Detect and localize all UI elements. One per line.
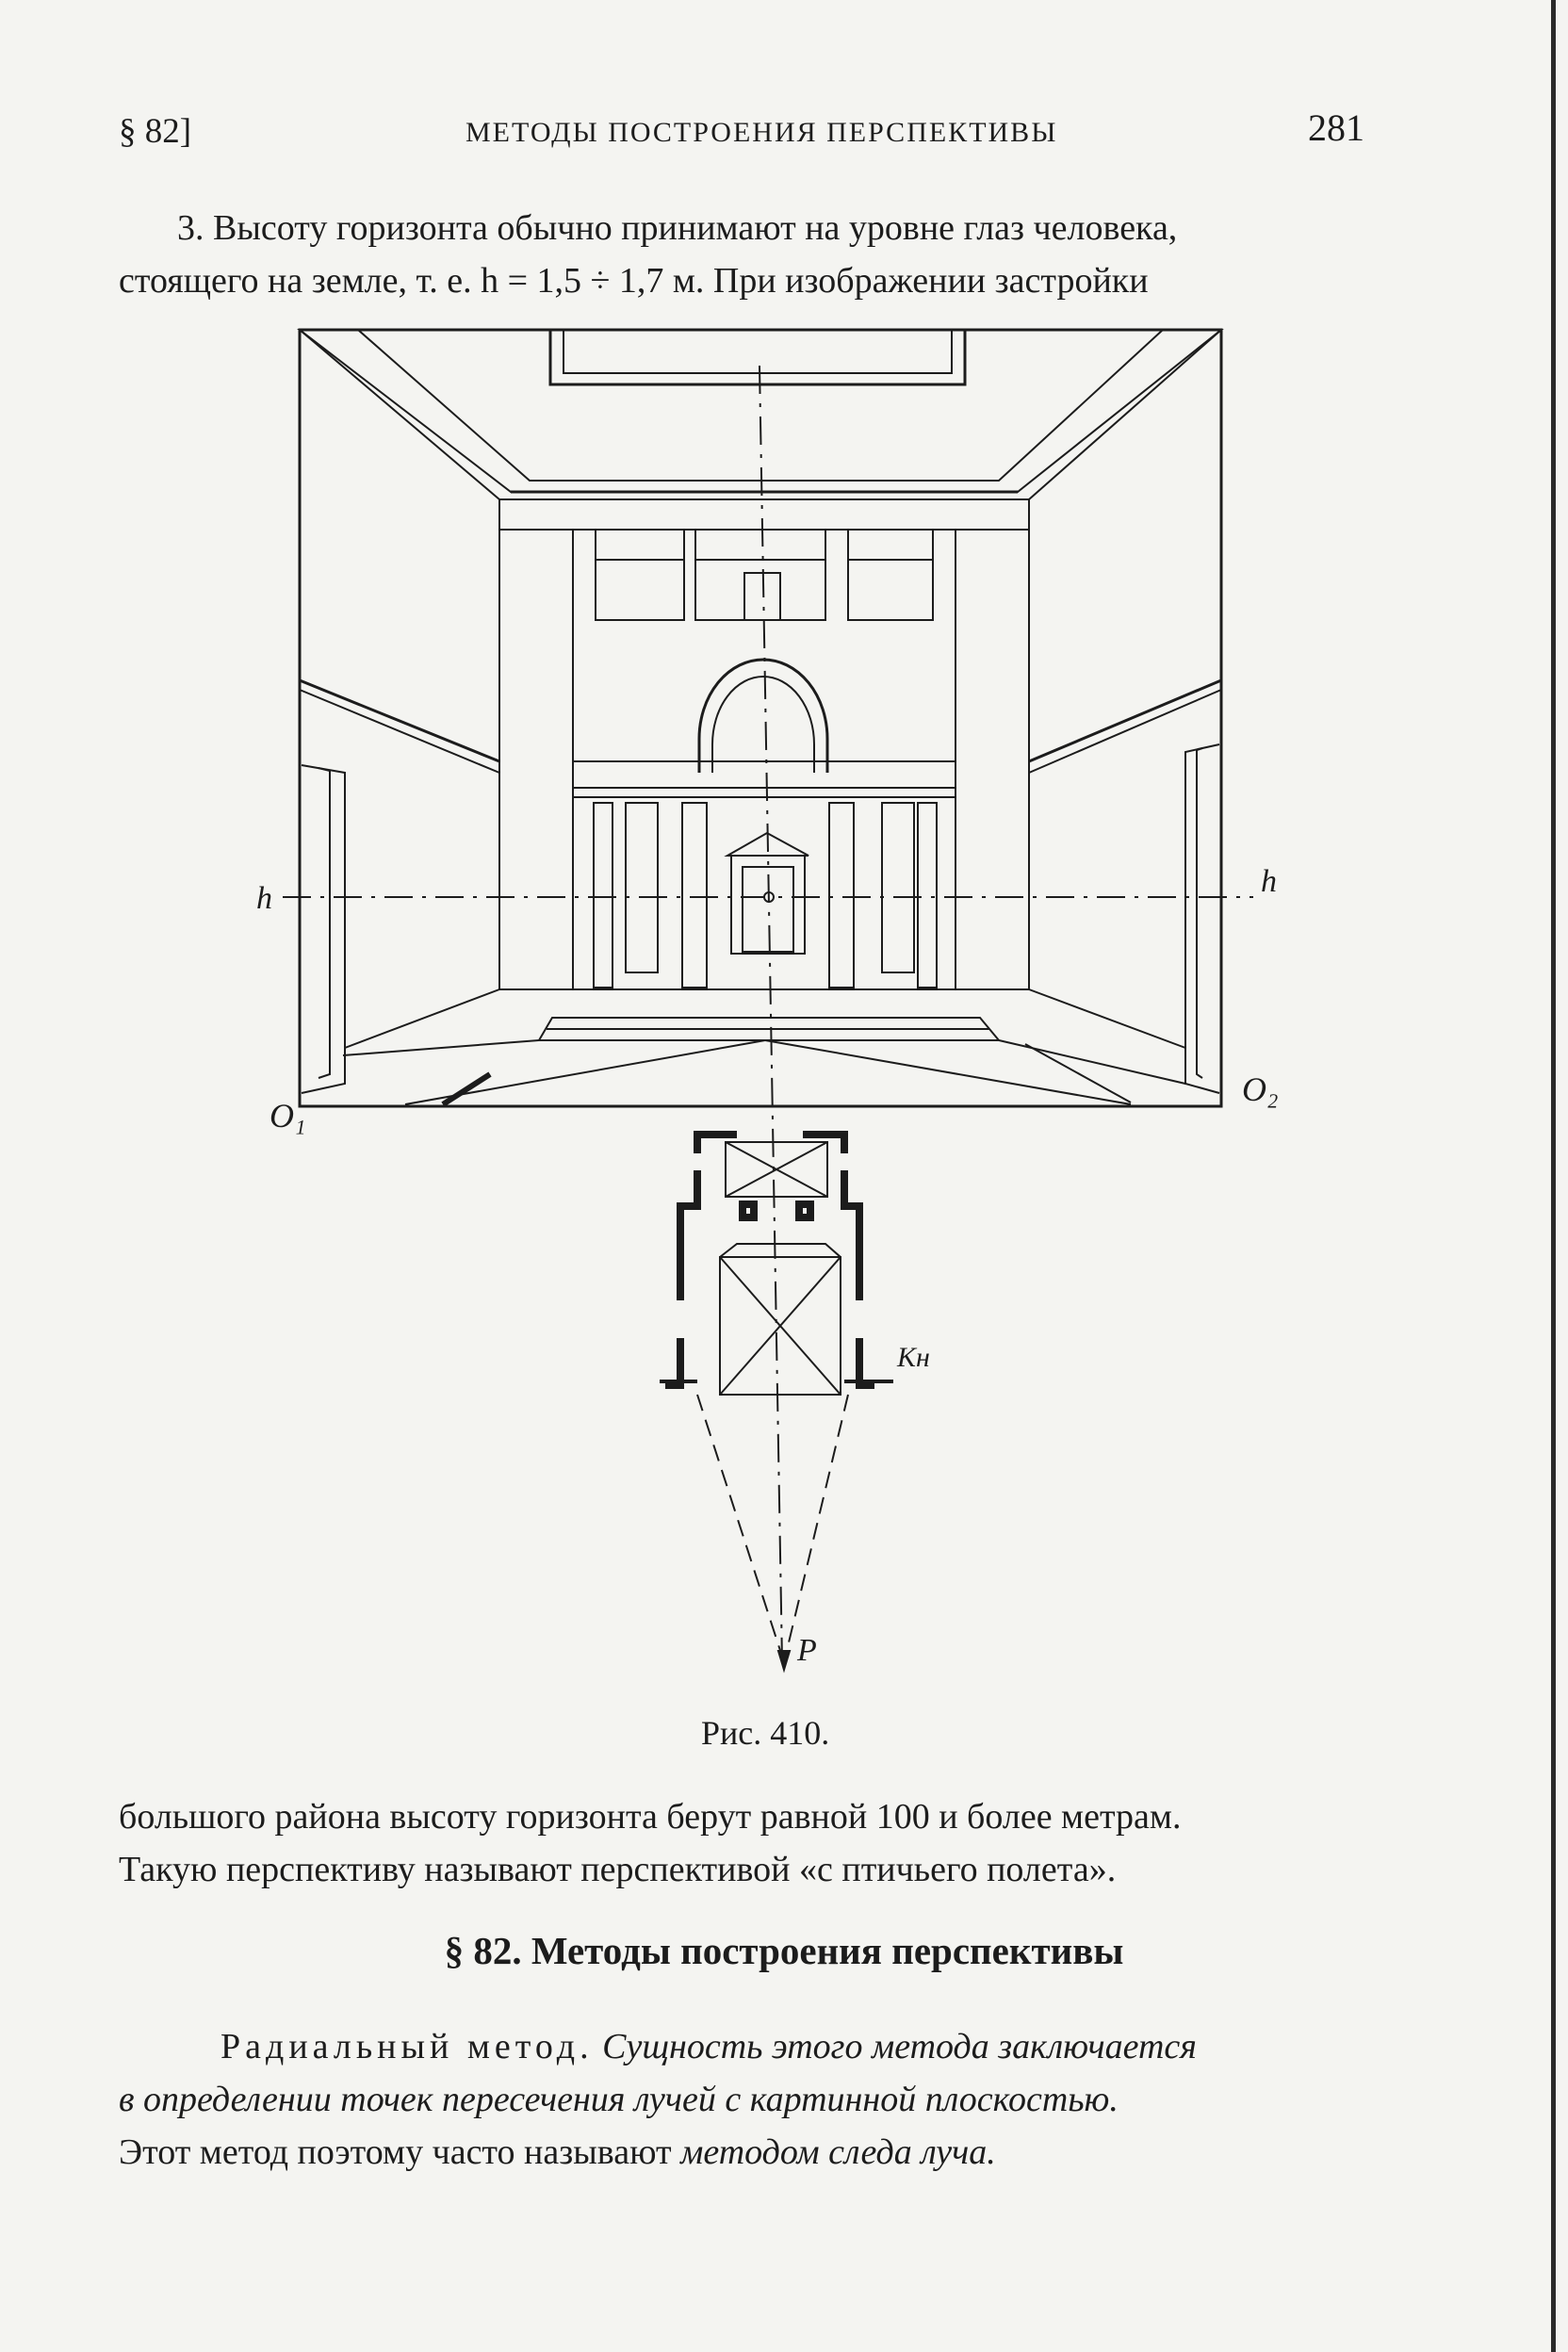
paragraph-line: в определении точек пересечения лучей с … bbox=[119, 2073, 1391, 2126]
sight-line bbox=[783, 1394, 849, 1663]
method-note: Этот метод поэтому часто называют bbox=[119, 2132, 672, 2172]
portal-door bbox=[730, 855, 806, 955]
paragraph-line: Радиальный метод. Сущность этого метода … bbox=[119, 2020, 1391, 2073]
label-h-right: h bbox=[1261, 864, 1277, 899]
paragraph-horizon-height: 3. Высоту горизонта обычно принимают на … bbox=[119, 202, 1391, 307]
label-o1: O₁ bbox=[270, 1097, 306, 1135]
label-kh: Kн bbox=[896, 1342, 930, 1373]
viewpoint-arrow bbox=[776, 1650, 792, 1674]
central-arch bbox=[697, 658, 829, 773]
perspective-figure: h h O₁ O₂ Kн P bbox=[256, 328, 1279, 1674]
central-axis bbox=[759, 365, 783, 1663]
sight-line bbox=[696, 1394, 785, 1663]
column bbox=[828, 802, 855, 988]
label-o2: O₂ bbox=[1242, 1070, 1279, 1108]
figure-caption: Рис. 410. bbox=[701, 1714, 830, 1752]
section-heading: § 82. Методы построения перспективы bbox=[444, 1929, 1124, 1972]
column bbox=[593, 802, 613, 988]
paragraph-radial-method: Радиальный метод. Сущность этого метода … bbox=[119, 2020, 1391, 2179]
upper-window bbox=[694, 529, 826, 621]
plan-walls bbox=[665, 1131, 874, 1389]
page-edge-line bbox=[1551, 0, 1556, 2352]
ceiling-skylight bbox=[548, 328, 967, 386]
method-definition: Сущность этого метода заключается bbox=[602, 2027, 1197, 2066]
paragraph-birds-eye: большого района высоту горизонта берут р… bbox=[119, 1790, 1391, 1896]
column bbox=[681, 802, 708, 988]
paragraph-line: 3. Высоту горизонта обычно принимают на … bbox=[177, 208, 1178, 248]
paragraph-line: Такую перспективу называют перспективой … bbox=[119, 1850, 1117, 1889]
paragraph-line: стоящего на земле, т. е. h = 1,5 ÷ 1,7 м… bbox=[119, 261, 1149, 301]
label-h-left: h bbox=[256, 881, 272, 916]
method-term: методом следа луча. bbox=[680, 2132, 996, 2172]
plan-vestibule bbox=[725, 1141, 828, 1198]
column bbox=[917, 802, 938, 988]
plan-hall bbox=[719, 1256, 841, 1396]
header-section-ref: § 82] bbox=[119, 112, 192, 151]
back-wall bbox=[498, 498, 1030, 990]
label-p: P bbox=[796, 1633, 817, 1668]
header-running-title: МЕТОДЫ ПОСТРОЕНИЯ ПЕРСПЕКТИВЫ bbox=[466, 117, 1058, 148]
paragraph-line: Этот метод поэтому часто называют методо… bbox=[119, 2126, 1391, 2179]
upper-window bbox=[595, 529, 685, 621]
method-name: Радиальный метод. bbox=[220, 2027, 594, 2066]
paragraph-line: большого района высоту горизонта берут р… bbox=[119, 1797, 1182, 1837]
upper-window bbox=[847, 529, 934, 621]
method-definition-cont: в определении точек пересечения лучей с … bbox=[119, 2080, 1119, 2119]
page-number: 281 bbox=[1308, 106, 1364, 149]
